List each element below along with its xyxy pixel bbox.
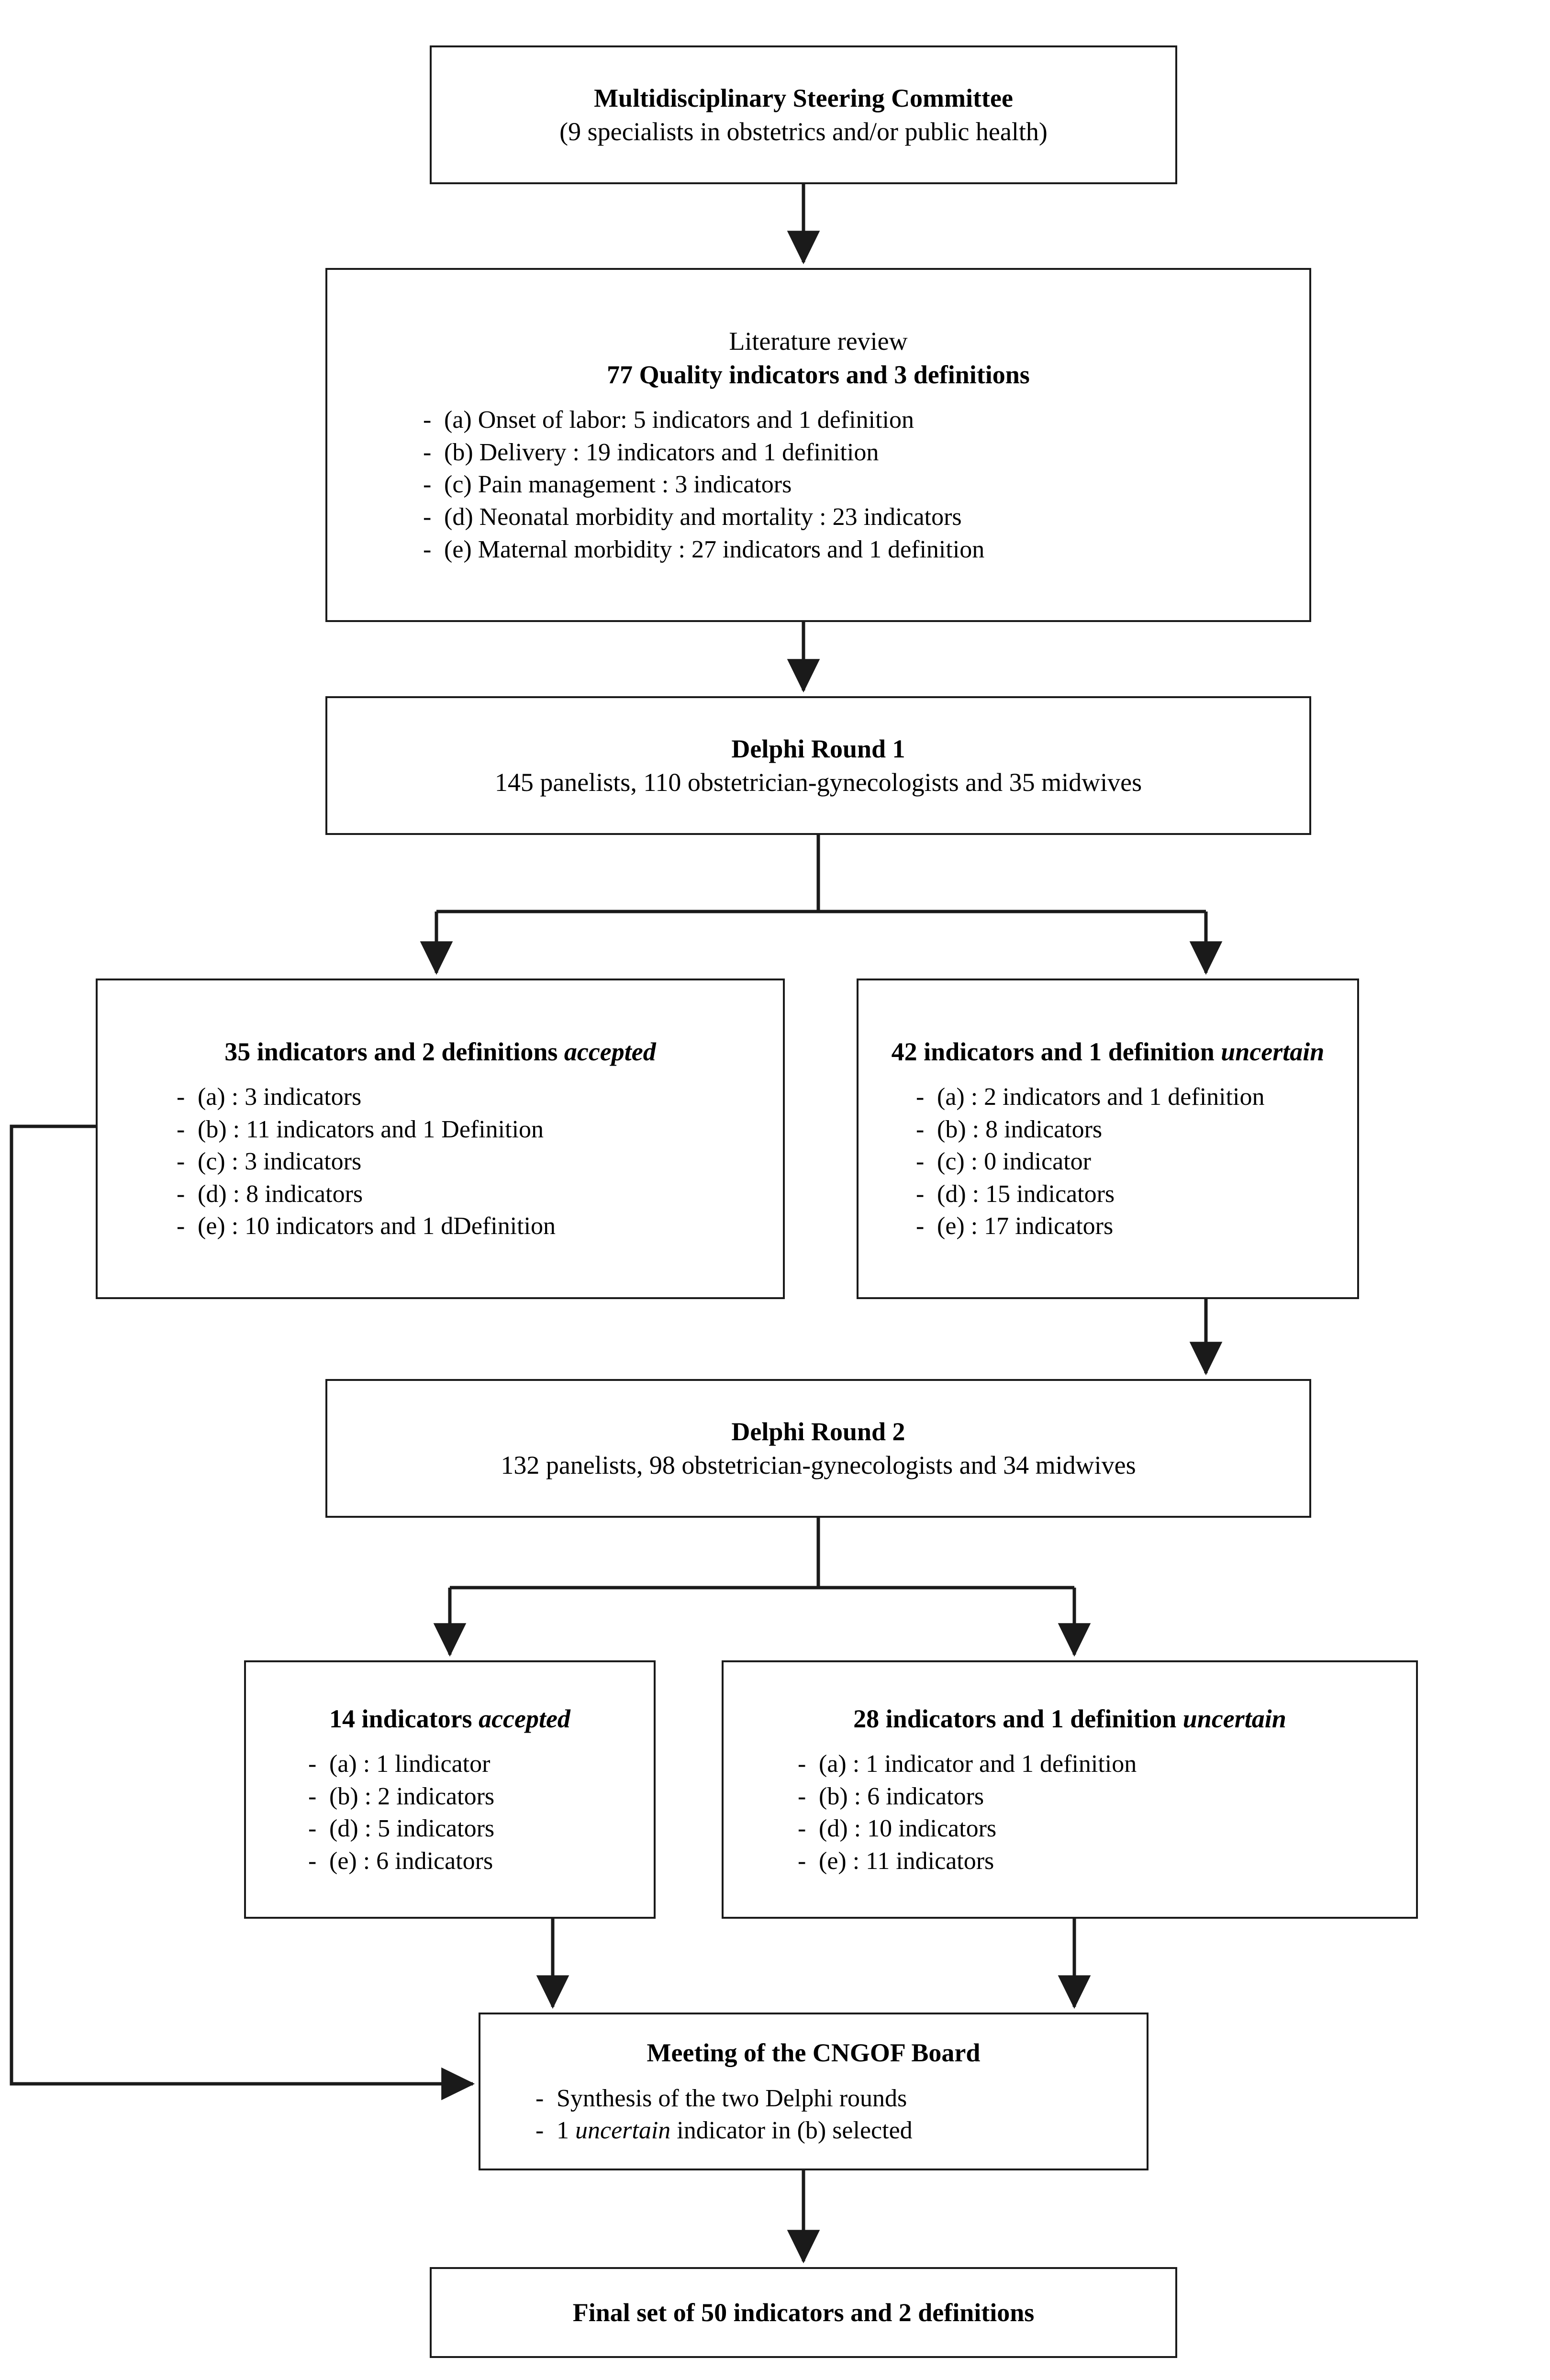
accepted-round-1-title: 35 indicators and 2 definitions accepted: [224, 1035, 656, 1068]
list-item: (a) : 1 indicator and 1 definition: [793, 1748, 1416, 1780]
accepted-round-1-title-main: 35 indicators and 2 definitions: [224, 1037, 564, 1066]
list-item: (c) : 0 indicator: [911, 1146, 1357, 1178]
node-uncertain-round-2: 28 indicators and 1 definition uncertain…: [722, 1660, 1418, 1919]
list-item: (b) : 11 indicators and 1 Definition: [172, 1113, 783, 1146]
node-final-set: Final set of 50 indicators and 2 definit…: [430, 2267, 1177, 2358]
list-item: (b) : 8 indicators: [911, 1113, 1357, 1146]
literature-review-list-wrap: (a) Onset of labor: 5 indicators and 1 d…: [327, 404, 1309, 566]
accepted-round-2-bullets: (a) : 1 lindicator (b) : 2 indicators (d…: [303, 1748, 654, 1877]
accepted-round-2-title-main: 14 indicators: [329, 1704, 479, 1733]
list-item: (a) : 3 indicators: [172, 1081, 783, 1113]
node-accepted-round-2: 14 indicators accepted (a) : 1 lindicato…: [244, 1660, 656, 1919]
list-item: (a) : 1 lindicator: [303, 1748, 654, 1780]
uncertain-round-2-title-main: 28 indicators and 1 definition: [853, 1704, 1183, 1733]
accepted-round-2-title: 14 indicators accepted: [329, 1702, 570, 1735]
cngof-board-title: Meeting of the CNGOF Board: [647, 2038, 981, 2068]
node-cngof-board-meeting: Meeting of the CNGOF Board Synthesis of …: [479, 2013, 1149, 2170]
list-item: (e) : 17 indicators: [911, 1210, 1357, 1243]
node-delphi-round-1: Delphi Round 1 145 panelists, 110 obstet…: [325, 696, 1311, 835]
list-item: (d) : 8 indicators: [172, 1178, 783, 1211]
uncertain-round-2-title: 28 indicators and 1 definition uncertain: [853, 1702, 1286, 1735]
list-item: (d) : 15 indicators: [911, 1178, 1357, 1211]
delphi-round-2-title: Delphi Round 2: [731, 1417, 905, 1446]
list-item: (c) Pain management : 3 indicators: [418, 468, 1309, 501]
delphi-round-2-subtitle: 132 panelists, 98 obstetrician-gynecolog…: [501, 1451, 1136, 1479]
steering-committee-title: Multidisciplinary Steering Committee: [594, 83, 1013, 112]
list-item: 1 uncertain indicator in (b) selected: [531, 2114, 1147, 2147]
list-item: (c) : 3 indicators: [172, 1146, 783, 1178]
list-item: (a) Onset of labor: 5 indicators and 1 d…: [418, 404, 1309, 436]
cngof-board-bullets: Synthesis of the two Delphi rounds 1 unc…: [531, 2082, 1147, 2147]
list-item: (b) : 2 indicators: [303, 1780, 654, 1813]
list-item: (a) : 2 indicators and 1 definition: [911, 1081, 1357, 1113]
literature-review-bullets: (a) Onset of labor: 5 indicators and 1 d…: [418, 404, 1309, 566]
list-item: (d) : 10 indicators: [793, 1813, 1416, 1845]
list-item: (e) : 6 indicators: [303, 1845, 654, 1878]
uncertain-round-1-bullets: (a) : 2 indicators and 1 definition (b) …: [911, 1081, 1357, 1243]
accepted-round-2-list-wrap: (a) : 1 lindicator (b) : 2 indicators (d…: [246, 1748, 654, 1877]
accepted-round-1-title-emphasis: accepted: [564, 1037, 656, 1066]
cngof-board-list-wrap: Synthesis of the two Delphi rounds 1 unc…: [480, 2082, 1147, 2147]
accepted-round-1-list-wrap: (a) : 3 indicators (b) : 11 indicators a…: [98, 1081, 783, 1243]
uncertain-round-1-title-emphasis: uncertain: [1221, 1037, 1325, 1066]
uncertain-round-2-title-emphasis: uncertain: [1182, 1704, 1286, 1733]
final-set-title: Final set of 50 indicators and 2 definit…: [572, 2298, 1035, 2327]
uncertain-round-1-title: 42 indicators and 1 definition uncertain: [892, 1035, 1325, 1068]
accepted-round-1-bullets: (a) : 3 indicators (b) : 11 indicators a…: [172, 1081, 783, 1243]
list-item: (d) Neonatal morbidity and mortality : 2…: [418, 501, 1309, 534]
steering-committee-subtitle: (9 specialists in obstetrics and/or publ…: [559, 117, 1048, 146]
list-item: (d) : 5 indicators: [303, 1813, 654, 1845]
list-item: (e) : 10 indicators and 1 dDefinition: [172, 1210, 783, 1243]
accepted-round-2-title-emphasis: accepted: [479, 1704, 570, 1733]
list-item: (b) : 6 indicators: [793, 1780, 1416, 1813]
list-item: Synthesis of the two Delphi rounds: [531, 2082, 1147, 2115]
node-uncertain-round-1: 42 indicators and 1 definition uncertain…: [857, 979, 1359, 1299]
uncertain-round-1-list-wrap: (a) : 2 indicators and 1 definition (b) …: [859, 1081, 1357, 1243]
list-item: (b) Delivery : 19 indicators and 1 defin…: [418, 436, 1309, 469]
cngof-bullet-2-pre: 1: [557, 2117, 575, 2145]
node-literature-review: Literature review 77 Quality indicators …: [325, 268, 1311, 622]
uncertain-round-1-title-main: 42 indicators and 1 definition: [891, 1037, 1221, 1066]
node-steering-committee: Multidisciplinary Steering Committee (9 …: [430, 45, 1177, 184]
delphi-round-1-subtitle: 145 panelists, 110 obstetrician-gynecolo…: [494, 768, 1142, 797]
list-item: (e) : 11 indicators: [793, 1845, 1416, 1878]
literature-review-subtitle: 77 Quality indicators and 3 definitions: [607, 360, 1030, 389]
cngof-bullet-2-post: indicator in (b) selected: [670, 2117, 913, 2145]
uncertain-round-2-list-wrap: (a) : 1 indicator and 1 definition (b) :…: [724, 1748, 1416, 1877]
delphi-round-1-title: Delphi Round 1: [731, 734, 905, 763]
list-item: (e) Maternal morbidity : 27 indicators a…: [418, 534, 1309, 566]
cngof-bullet-2-emphasis: uncertain: [575, 2117, 671, 2145]
uncertain-round-2-bullets: (a) : 1 indicator and 1 definition (b) :…: [793, 1748, 1416, 1877]
node-accepted-round-1: 35 indicators and 2 definitions accepted…: [96, 979, 785, 1299]
node-delphi-round-2: Delphi Round 2 132 panelists, 98 obstetr…: [325, 1379, 1311, 1518]
literature-review-title: Literature review: [729, 326, 908, 356]
